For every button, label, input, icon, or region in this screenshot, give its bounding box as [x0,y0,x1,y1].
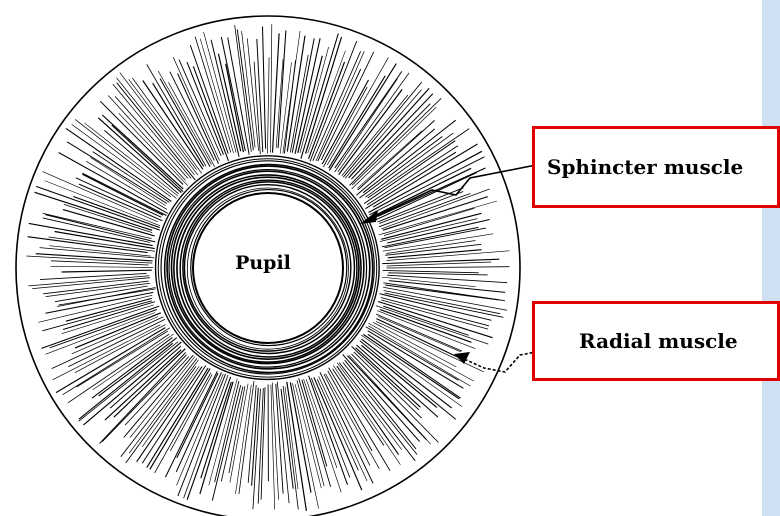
pupil-label: Pupil [228,252,298,274]
radial-muscle-callout: Radial muscle [532,301,780,381]
sphincter-muscle-label: Sphincter muscle [547,155,743,179]
radial-muscle-label: Radial muscle [579,329,738,353]
sphincter-muscle-callout: Sphincter muscle [532,126,780,208]
